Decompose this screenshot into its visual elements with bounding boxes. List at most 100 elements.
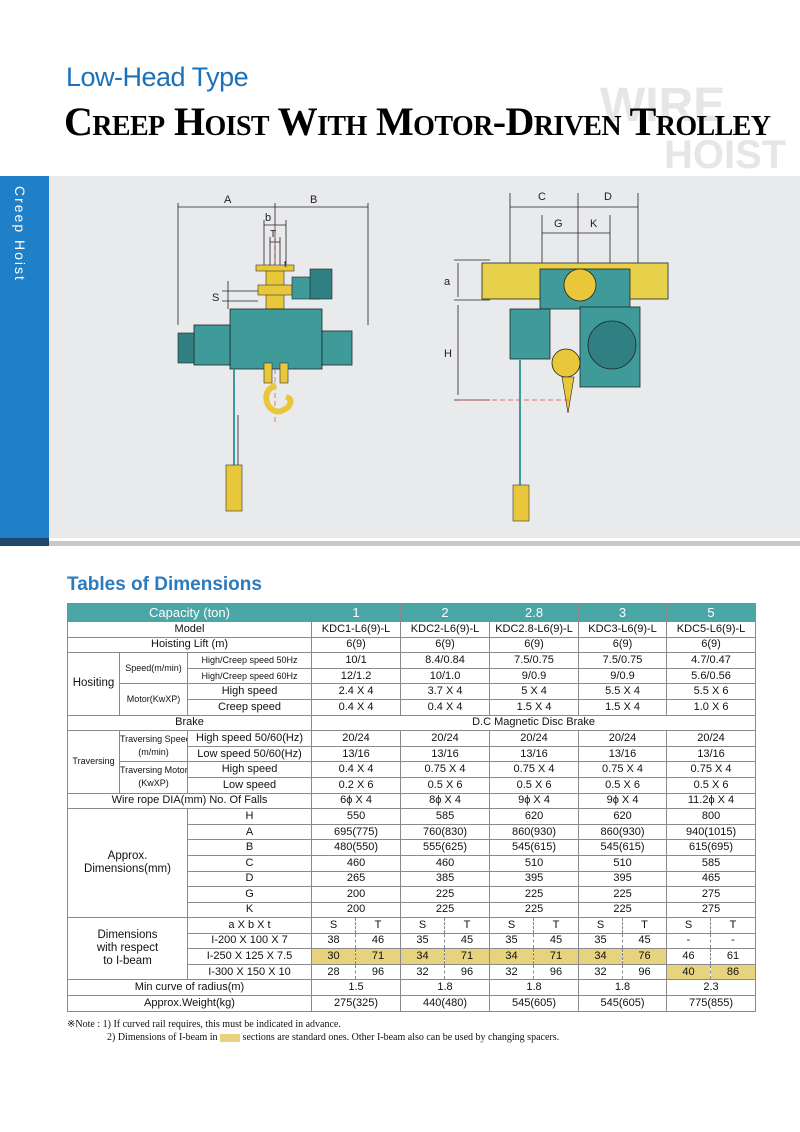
dim-label-b: b [265,212,271,224]
col-T: T [355,917,401,934]
table-row-speed-60: High/Creep speed 60Hz 12/1.2 10/1.0 9/0.… [68,667,757,685]
model-4: KDC3-L6(9)-L [578,621,668,638]
cell-standard: 34 [400,948,445,965]
note-line-1: ※Note : 1) If curved rail requires, this… [67,1018,559,1031]
table-row-trav-motor-high: Traversing Motor(KwXP) High speed 0.4 X … [68,761,757,794]
cell: 96 [533,963,579,981]
dimensions-group-line2: Dimensions(mm) [84,863,171,876]
cell: 32 [489,963,534,981]
trav-motor-label-line1: Traversing Motor [120,765,188,776]
cell: 1.5 X 4 [489,698,580,716]
table-row-capacity: Capacity (ton) 1 2 2.8 3 5 [66,603,757,622]
cell: 45 [533,932,579,950]
cell: 1.8 [400,979,490,996]
ibeam-label: I-300 X 150 X 10 [187,963,312,981]
cell: 0.75 X 4 [578,761,668,778]
cell-standard: 76 [622,948,667,965]
col-T: T [533,917,579,934]
capacity-4: 3 [578,603,668,622]
note-2b: sections are standard ones. Other I-beam… [242,1032,560,1043]
cell: 20/24 [400,730,491,747]
cell: 0.5 X 6 [578,776,668,794]
section-title: Tables of Dimensions [67,574,262,595]
dim-label-A: A [224,194,232,206]
trav-speed-label-line2: (m/min) [138,747,169,758]
cell-standard: 86 [710,963,756,981]
diagram-panel [0,176,800,538]
motor-high-label: High speed [186,683,313,700]
cell: 35 [578,932,623,950]
cell: 620 [489,808,580,825]
cell: 96 [622,963,667,981]
dim-label: K [186,901,313,919]
cell: 0.5 X 6 [489,776,580,794]
dimensions-group-label: Approx.Dimensions(mm) [67,808,188,919]
cell: 61 [710,948,756,965]
side-tab-label: Creep Hoist [12,186,28,282]
cell: 465 [666,870,757,888]
cell: 695(775) [311,823,402,841]
cell: 545(615) [489,839,580,856]
dim-label-G: G [554,218,563,230]
cell: 225 [489,901,580,919]
cell: 225 [400,886,491,903]
cell: 265 [311,870,402,888]
cell: 0.5 X 6 [666,776,757,794]
cell: 1.8 [578,979,667,996]
cell: 45 [444,932,490,950]
cell: 3.7 X 4 [400,683,491,700]
cell: 13/16 [400,745,491,763]
ibeam-group-line2: with respect [96,942,159,955]
cell: 510 [489,854,580,872]
divider-grey [49,541,800,546]
weight-label: Approx.Weight(kg) [67,994,312,1012]
dim-label: H [186,808,313,825]
note-prefix: ※Note : [67,1019,101,1030]
cell: 8ϕ X 4 [400,792,491,810]
cell: 5 X 4 [489,683,580,700]
cell-standard: 34 [578,948,623,965]
dim-label: C [186,854,313,872]
brake-label: Brake [66,714,313,732]
cell: 225 [489,886,580,903]
ibeam-group-line1: Dimensions [97,929,158,942]
cell: 1.5 [311,979,401,996]
cell: 2.3 [666,979,756,996]
capacity-3: 2.8 [489,603,580,622]
cell: 1.5 X 4 [578,698,668,716]
hoist-side-view-drawing: C D G K a H [444,191,669,522]
cell: 46 [666,948,711,965]
table-row-dim-G: G 200 225 225 225 275 [68,886,757,903]
cell: 8.4/0.84 [400,652,491,669]
table-row-brake: Brake D.C Magnetic Disc Brake [66,714,757,732]
cell-standard: 71 [444,948,490,965]
cell: 860(930) [578,823,668,841]
dim-label-D: D [604,191,612,203]
cell: 225 [578,901,668,919]
cell: 28 [311,963,356,981]
table-row-dim-H: Approx.Dimensions(mm) H 550 585 620 620 … [67,808,757,919]
cell: 9ϕ X 4 [489,792,580,810]
speed60-label: High/Creep speed 60Hz [186,667,313,685]
cell: 13/16 [489,745,580,763]
table-row-trav-motor-low: Low speed 0.2 X 6 0.5 X 6 0.5 X 6 0.5 X … [68,776,757,794]
watermark-hoist: HOIST [664,133,787,177]
cell: 0.75 X 4 [666,761,757,778]
cell-standard: 34 [489,948,534,965]
cell: 510 [578,854,668,872]
cell: 545(615) [578,839,668,856]
table-row-min-curve: Min curve of radius(m) 1.5 1.8 1.8 1.8 2… [67,979,756,996]
cell: 585 [400,808,491,825]
cell: 20/24 [311,730,402,747]
table-row-wire-rope: Wire rope DIA(mm) No. Of Falls 6ϕ X 4 8ϕ… [66,792,757,810]
cell: 545(605) [489,994,579,1012]
cell: 225 [400,901,491,919]
dim-label: G [186,886,313,903]
dim-label: D [186,870,313,888]
cell: 395 [578,870,668,888]
dim-label-t: t [284,259,287,269]
cell: 940(1015) [666,823,757,841]
table-row-model: Model KDC1-L6(9)-L KDC2-L6(9)-L KDC2.8-L… [66,621,757,638]
